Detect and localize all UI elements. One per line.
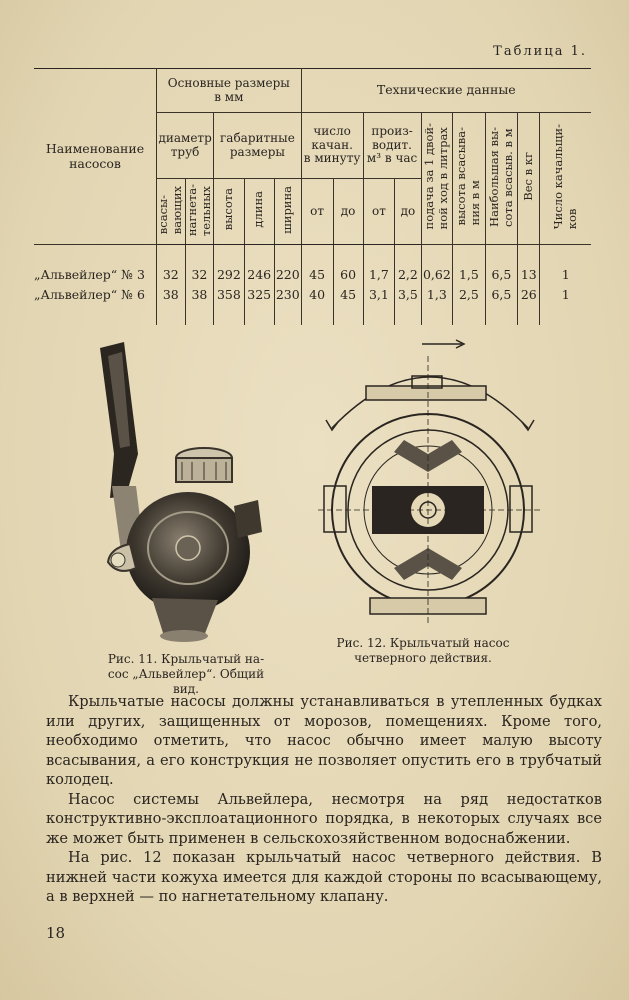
pump-schematic-figure — [318, 339, 542, 626]
header-tech-data: Технические данные — [300, 68, 591, 113]
header-delivery: подача за 1 двой- ной ход в литрах — [420, 112, 453, 245]
figure-11-caption: Рис. 11. Крыльчатый на- сос „Альвейлер“.… — [107, 652, 265, 696]
header-strokes-from: от — [300, 178, 334, 245]
paragraph: Крыльчатые насосы должны устанавливаться… — [46, 693, 602, 788]
header-strokes-to: до — [332, 178, 364, 245]
header-prod-from: от — [362, 178, 395, 245]
header-overall-dims: габаритные размеры — [213, 112, 302, 179]
header-weight: Вес в кг — [517, 112, 540, 245]
header-max-suction: Наибольшая вы- сота всасыв. в м — [484, 112, 518, 245]
header-swingers: Число качальщи- ков — [539, 112, 591, 245]
pump-photo-figure — [100, 342, 262, 642]
pump-spec-table: Наименование насосов Основные размеры в … — [34, 68, 591, 325]
table-caption: Таблица 1. — [493, 44, 587, 59]
header-suction-height: высота всасыва- ния в м — [452, 112, 486, 245]
header-press: нагнета- тельных — [185, 178, 214, 245]
header-strokes: число качан. в минуту — [300, 112, 364, 179]
header-length: длина — [243, 178, 275, 245]
paragraph: Насос системы Альвейлера, несмотря на ря… — [46, 790, 602, 847]
header-height: высота — [213, 178, 245, 245]
header-main-dims: Основные размеры в мм — [156, 68, 302, 113]
paragraph: На рис. 12 показан крыльчатый насос четв… — [46, 849, 602, 905]
header-prod-to: до — [394, 178, 422, 245]
header-width: ширина — [273, 178, 302, 245]
header-productivity: произ- водит. м³ в час — [362, 112, 422, 179]
body-text: Крыльчатые насосы должны устанавливаться… — [46, 692, 602, 907]
table-row: „Альвейлер“ № 6 38 38 358 325 230 40 45 … — [34, 285, 591, 305]
page-number: 18 — [46, 924, 66, 942]
header-pipe-diameter: диаметр труб — [156, 112, 214, 179]
figure-12-caption: Рис. 12. Крыльчатый насос четверного дей… — [336, 636, 510, 665]
header-name: Наименование насосов — [34, 68, 157, 245]
header-suck: всасы- вающих — [156, 178, 186, 245]
table-row: „Альвейлер“ № 3 32 32 292 246 220 45 60 … — [34, 265, 591, 285]
